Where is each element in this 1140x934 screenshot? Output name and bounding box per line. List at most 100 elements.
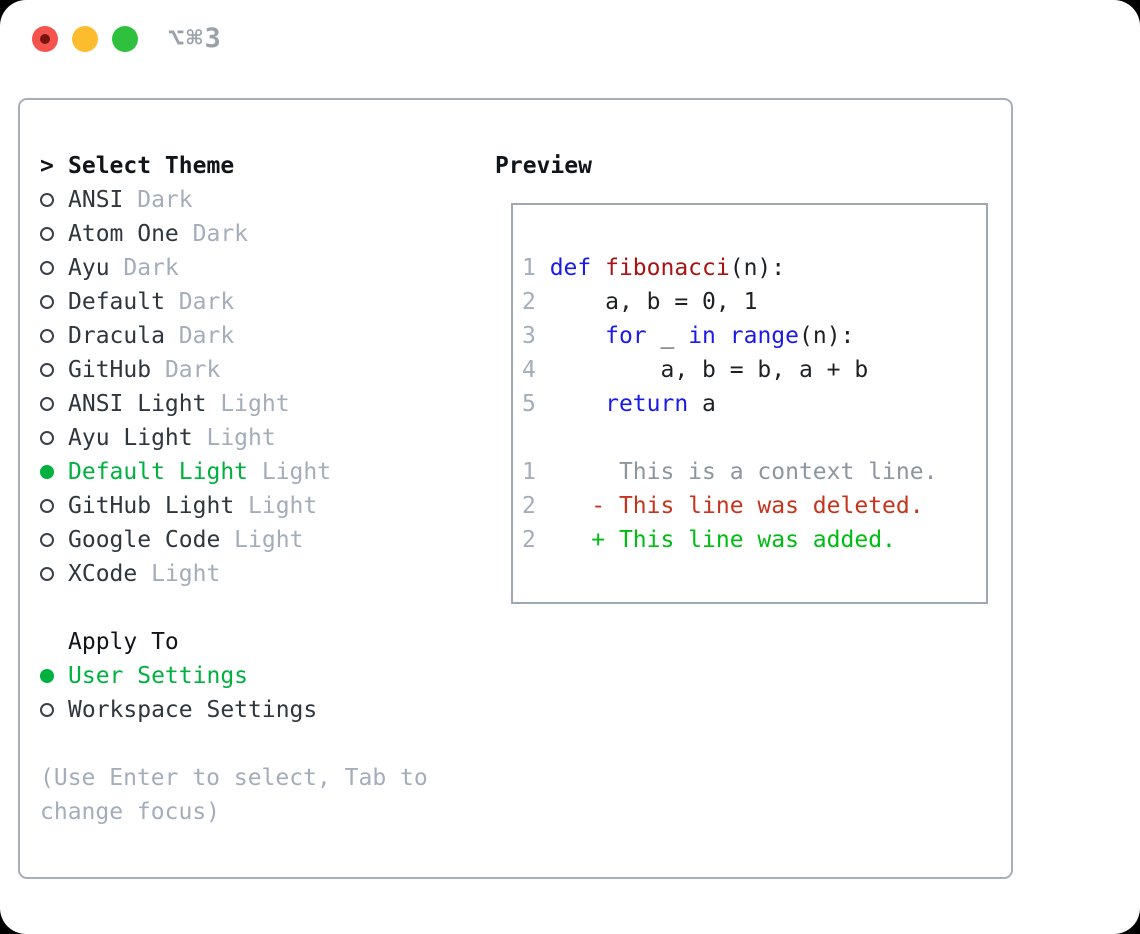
preview-line (522, 421, 986, 455)
theme-option-google-code[interactable]: Google Code Light (40, 523, 454, 557)
theme-name: GitHub Light (68, 493, 235, 519)
code-token-ctx: This is a context line. (535, 459, 938, 485)
code-token-kw: in (688, 323, 716, 349)
radio-icon (40, 499, 54, 513)
code-token-plain: (n): (729, 255, 786, 281)
radio-selected-icon (40, 669, 54, 683)
spacer (40, 727, 454, 761)
code-token-plain: _ (646, 323, 689, 349)
window-title-shortcut: ⌥⌘3 (168, 23, 223, 54)
radio-icon (40, 193, 54, 207)
theme-name: Atom One (68, 221, 179, 247)
theme-option-github[interactable]: GitHub Dark (40, 353, 454, 387)
theme-option-ayu-light[interactable]: Ayu Light Light (40, 421, 454, 455)
theme-variant: Light (137, 561, 221, 587)
code-token-plain (716, 323, 730, 349)
apply-option-label: User Settings (68, 663, 249, 689)
theme-variant: Light (192, 425, 276, 451)
theme-name: Dracula (68, 323, 165, 349)
theme-option-ansi[interactable]: ANSI Dark (40, 183, 454, 217)
code-token-num: 4 (522, 357, 550, 383)
radio-icon (40, 703, 54, 717)
minimize-button[interactable] (72, 26, 98, 52)
code-token-num: 1 (522, 459, 536, 485)
marker-cell (40, 465, 68, 479)
marker-cell (40, 295, 68, 309)
radio-icon (40, 295, 54, 309)
theme-name: ANSI (68, 187, 124, 213)
theme-name: Default Light (68, 459, 249, 485)
spacer (40, 591, 454, 625)
preview-line: 3 for _ in range(n): (522, 319, 986, 353)
preview-line: 1 def fibonacci(n): (522, 251, 986, 285)
marker-cell (40, 261, 68, 275)
theme-variant: Light (206, 391, 290, 417)
theme-name: GitHub (68, 357, 152, 383)
radio-icon (40, 363, 54, 377)
radio-icon (40, 397, 54, 411)
theme-variant: Dark (123, 187, 193, 213)
code-token-num: 3 (522, 323, 550, 349)
marker-cell (40, 533, 68, 547)
theme-variant: Light (248, 459, 332, 485)
theme-name: ANSI Light (68, 391, 207, 417)
preview-line: 2 - This line was deleted. (522, 489, 986, 523)
code-token-plain (550, 323, 605, 349)
marker-cell (40, 703, 68, 717)
code-token-fn: fibonacci (605, 255, 730, 281)
theme-variant: Light (220, 527, 304, 553)
marker-cell (40, 329, 68, 343)
marker-cell (40, 499, 68, 513)
close-button[interactable] (32, 26, 58, 52)
radio-icon (40, 261, 54, 275)
code-token-kw: range (729, 323, 799, 349)
code-token-kw: def (549, 255, 606, 281)
apply-option-user-settings[interactable]: User Settings (40, 659, 454, 693)
code-token-plain: a (688, 391, 716, 417)
radio-icon (40, 329, 54, 343)
marker-cell (40, 567, 68, 581)
theme-option-default-light[interactable]: Default Light Light (40, 455, 454, 489)
radio-icon (40, 567, 54, 581)
theme-name: Ayu (68, 255, 110, 281)
preview-line: 2 + This line was added. (522, 523, 986, 557)
theme-variant: Dark (178, 221, 249, 247)
code-token-plain: (n): (799, 323, 855, 349)
theme-name: Default (68, 289, 165, 315)
marker-cell (40, 669, 68, 683)
apply-option-workspace-settings[interactable]: Workspace Settings (40, 693, 454, 727)
theme-option-ansi-light[interactable]: ANSI Light Light (40, 387, 454, 421)
theme-option-atom-one[interactable]: Atom One Dark (40, 217, 454, 251)
code-token-plain (550, 391, 605, 417)
theme-option-github-light[interactable]: GitHub Light Light (40, 489, 454, 523)
code-token-num: 2 (522, 493, 536, 519)
preview-line: 4 a, b = b, a + b (522, 353, 986, 387)
apply-to-header: Apply To (40, 625, 454, 659)
apply-to-title: Apply To (68, 629, 179, 655)
theme-option-dracula[interactable]: Dracula Dark (40, 319, 454, 353)
radio-icon (40, 227, 54, 241)
titlebar: ⌥⌘3 (0, 0, 1140, 70)
keyboard-hint: (Use Enter to select, Tab to change focu… (40, 765, 428, 825)
theme-option-xcode[interactable]: XCode Light (40, 557, 454, 591)
radio-icon (40, 533, 54, 547)
marker-cell (40, 193, 68, 207)
theme-option-ayu[interactable]: Ayu Dark (40, 251, 454, 285)
code-token-plain: a, b = 0, 1 (549, 289, 758, 315)
preview-line: 5 return a (522, 387, 986, 421)
focus-cursor-icon: > (40, 153, 54, 179)
preview-line: 2 a, b = 0, 1 (522, 285, 986, 319)
radio-icon (40, 431, 54, 445)
theme-variant: Light (234, 493, 318, 519)
theme-name: Google Code (68, 527, 221, 553)
theme-variant: Dark (109, 255, 179, 281)
theme-option-default[interactable]: Default Dark (40, 285, 454, 319)
radio-selected-icon (40, 465, 54, 479)
code-token-add: + This line was added. (535, 527, 896, 553)
zoom-button[interactable] (112, 26, 138, 52)
